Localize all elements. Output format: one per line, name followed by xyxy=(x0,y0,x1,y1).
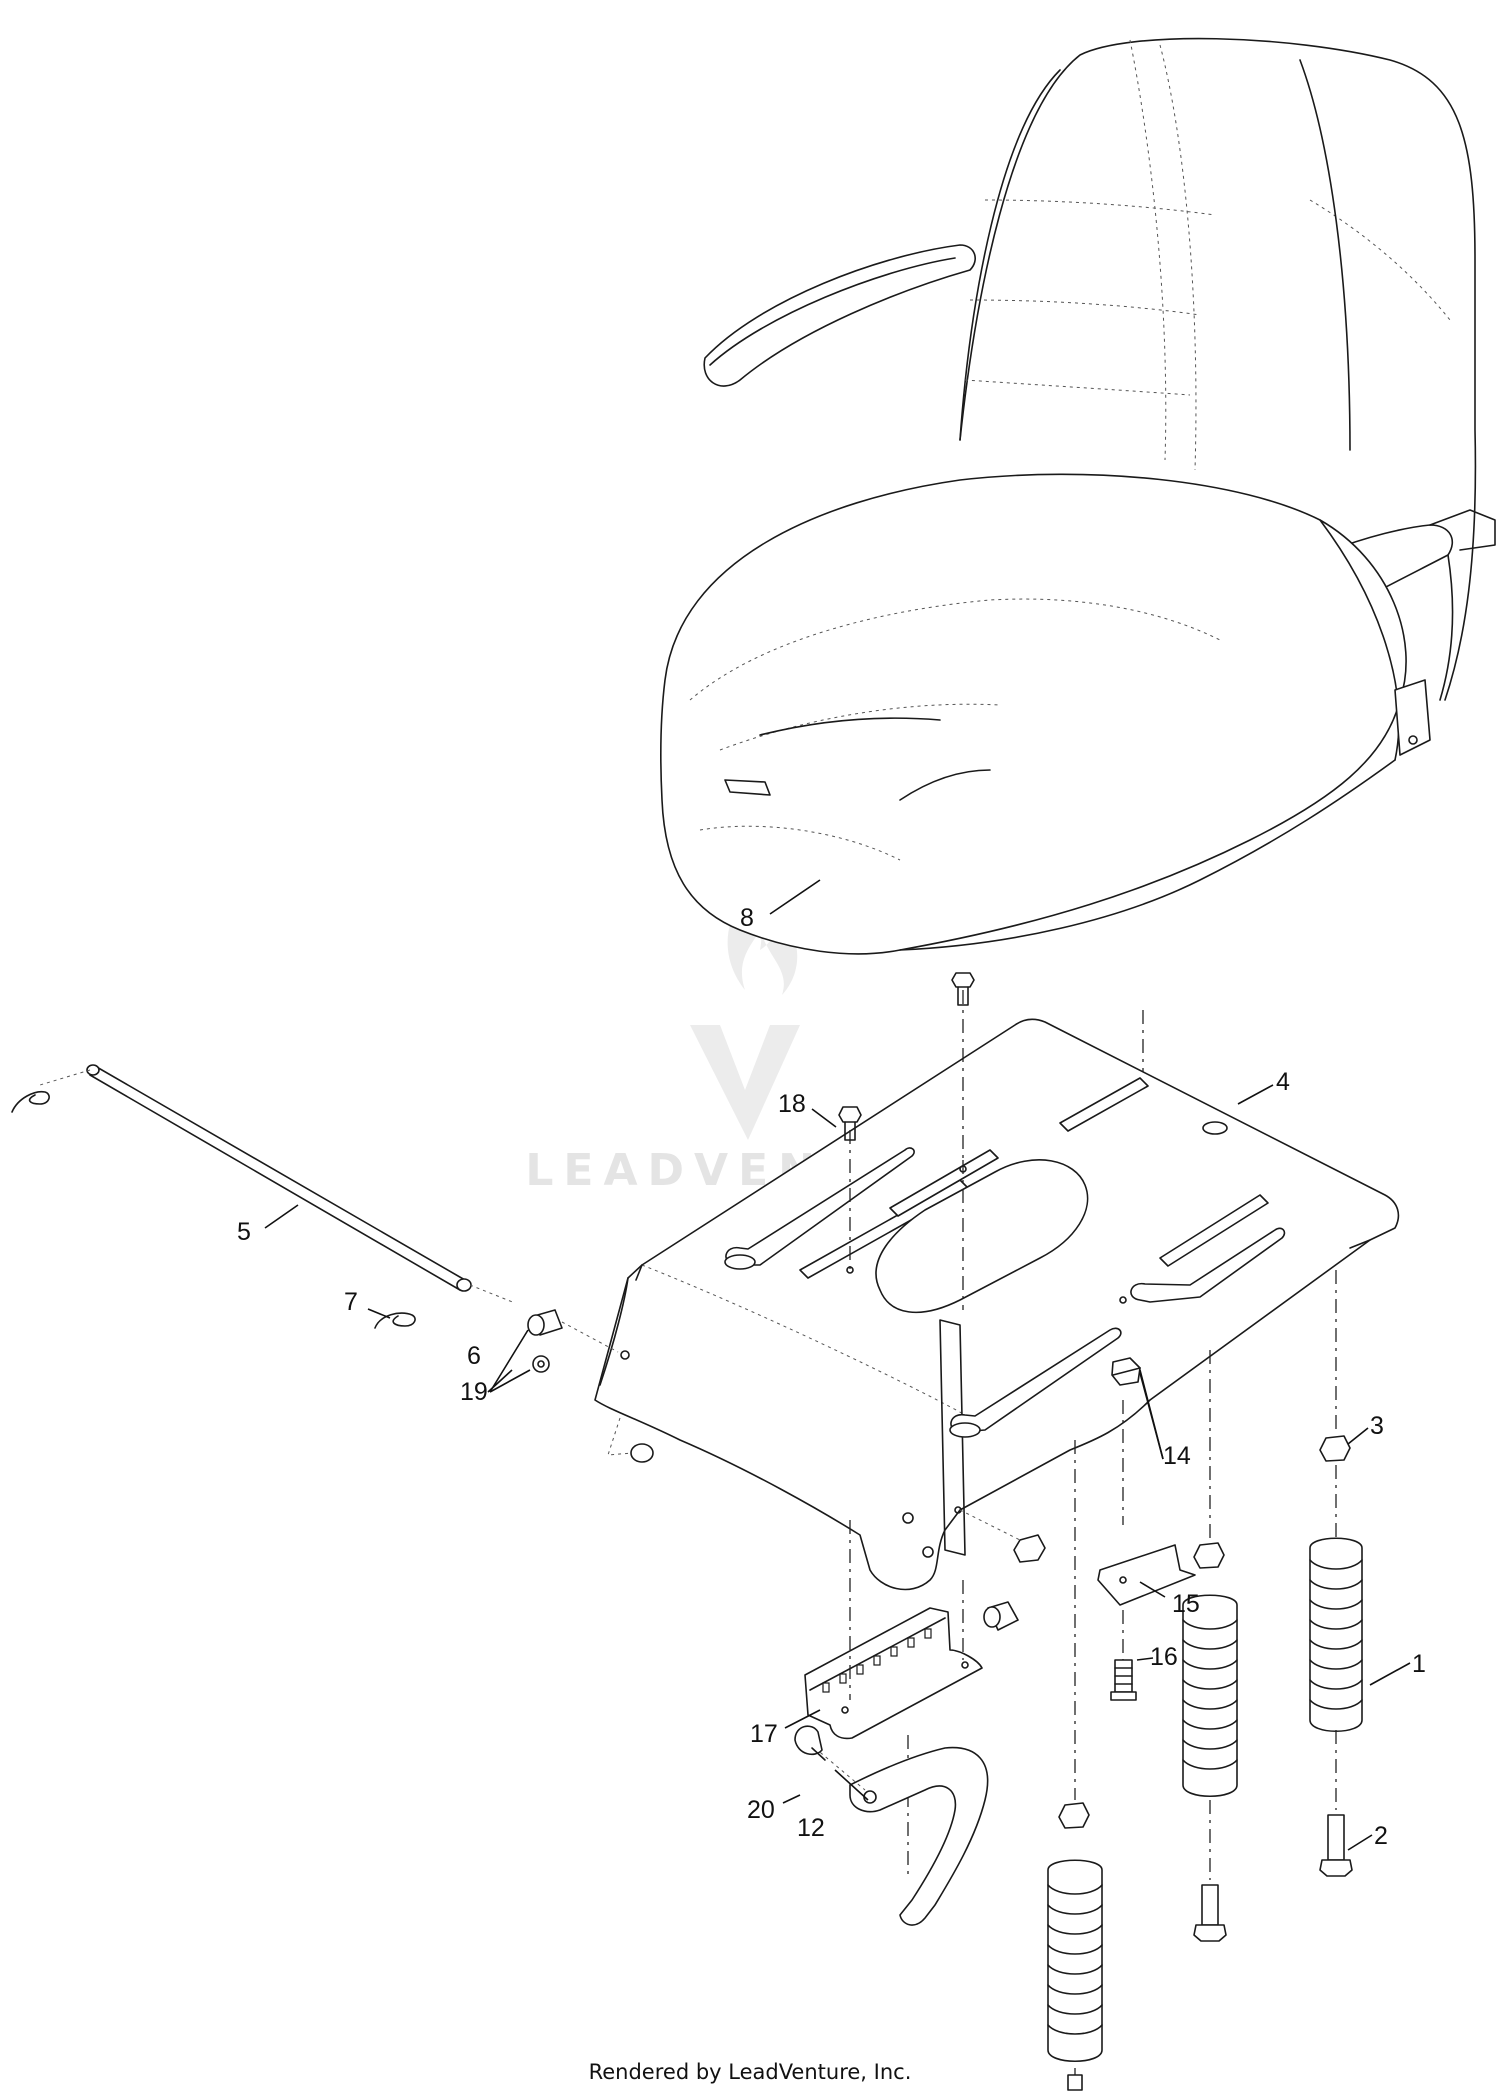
callout-1: 1 xyxy=(1412,1650,1426,1678)
bushing-lower-left xyxy=(607,1417,654,1463)
seat-plate xyxy=(594,1018,1400,1591)
callout-17: 17 xyxy=(750,1720,778,1748)
callout-18: 18 xyxy=(778,1090,806,1118)
callout-20: 20 xyxy=(747,1796,775,1824)
bracket-17 xyxy=(804,1607,983,1740)
hair-pin-clip xyxy=(374,1312,416,1329)
spring-1 xyxy=(1309,1537,1363,1733)
bolt-2 xyxy=(1319,1814,1353,1877)
callout-15: 15 xyxy=(1172,1590,1200,1618)
bolt-mid xyxy=(1193,1884,1227,1942)
bolt-16 xyxy=(1110,1659,1137,1701)
callout-3: 3 xyxy=(1370,1412,1384,1440)
nut-left xyxy=(1058,1802,1090,1829)
callout-12: 12 xyxy=(797,1814,825,1842)
nut-3 xyxy=(1319,1435,1351,1462)
rod xyxy=(39,1064,516,1304)
bolt-left xyxy=(1067,2074,1083,2091)
callout-5: 5 xyxy=(237,1218,251,1246)
spring-left xyxy=(1047,1859,1103,2063)
nut-mid xyxy=(1193,1542,1225,1569)
hair-pin-clip-top xyxy=(11,1090,50,1113)
callout-19: 19 xyxy=(460,1378,488,1406)
callout-14: 14 xyxy=(1163,1442,1191,1470)
bolt-20 xyxy=(794,1725,826,1761)
bushing-right xyxy=(983,1601,1019,1631)
callout-7: 7 xyxy=(344,1288,358,1316)
nut-right xyxy=(1013,1534,1046,1563)
footer-credit: Rendered by LeadVenture, Inc. xyxy=(588,2060,912,2084)
hook-12 xyxy=(849,1746,989,1926)
callout-16: 16 xyxy=(1150,1643,1178,1671)
callout-6: 6 xyxy=(467,1342,481,1370)
spring-mid xyxy=(1182,1594,1238,1798)
callout-2: 2 xyxy=(1374,1822,1388,1850)
callout-labels: 1 2 3 4 5 6 7 8 12 14 15 16 17 18 19 20 xyxy=(237,904,1426,1850)
seat xyxy=(659,37,1496,955)
bushing-6 xyxy=(527,1309,563,1336)
nut-14 xyxy=(1111,1357,1141,1386)
callout-8: 8 xyxy=(740,904,754,932)
leader-lines xyxy=(264,879,1411,1851)
bushing-19 xyxy=(532,1355,550,1373)
bolt-18 xyxy=(838,972,975,1141)
right-axis xyxy=(959,1509,1031,1546)
plate-15 xyxy=(1097,1544,1196,1606)
callout-4: 4 xyxy=(1276,1068,1290,1096)
